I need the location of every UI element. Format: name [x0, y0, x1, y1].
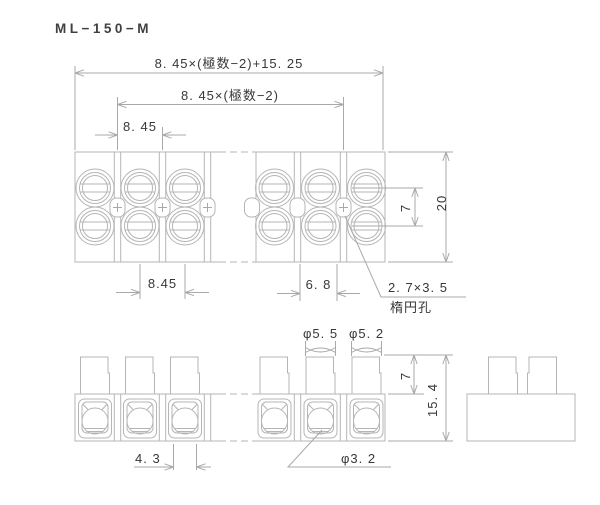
dim-pitch-formula: 8. 45×(極数−2)	[181, 88, 279, 103]
terminal-screw	[120, 206, 160, 246]
front-view-right-body	[256, 393, 386, 442]
wire-entry-pole	[168, 398, 202, 439]
front-view-dimension-lines	[134, 341, 453, 471]
dim-post-diameter-1: φ5. 5	[303, 326, 338, 341]
label-oval-hole: 楕円孔	[390, 300, 432, 315]
pole-divider	[293, 393, 302, 442]
dim-slot-width: 4. 3	[135, 451, 161, 466]
wire-hole-leader	[286, 429, 391, 468]
top-view-left-body	[74, 151, 219, 263]
center-mark-icon	[202, 202, 213, 213]
top-view	[74, 151, 386, 263]
dim-pitch-top: 8. 45	[123, 119, 157, 134]
wire-entry-pole	[78, 398, 112, 439]
terminal-screw	[301, 206, 340, 246]
screw-post	[259, 356, 290, 395]
terminal-screw	[120, 168, 160, 208]
drawing-title: ML−150−M	[55, 21, 152, 36]
top-view-dimension-texts: 8. 45×(極数−2)+15. 25 8. 45×(極数−2) 8. 45 8…	[123, 56, 449, 315]
top-view-dimension-lines	[74, 66, 466, 301]
partition-slot	[293, 151, 302, 263]
screw-post	[351, 356, 382, 395]
top-view-right-body	[255, 151, 386, 263]
pole-divider	[158, 393, 167, 442]
center-mark-icon	[338, 202, 349, 213]
terminal-screw	[165, 168, 205, 208]
dim-post-height: 7	[398, 372, 413, 380]
terminal-screw	[75, 206, 115, 246]
dim-pitch-bottom: 8.45	[148, 276, 177, 291]
top-view-hole-crosses	[112, 202, 349, 213]
front-view	[74, 356, 386, 442]
terminal-screw	[75, 168, 115, 208]
side-view-base	[466, 393, 576, 442]
front-view-left-body	[74, 393, 219, 442]
top-view-break-lines	[219, 151, 256, 263]
oval-hole	[289, 197, 306, 218]
oval-hole	[244, 197, 260, 218]
side-view	[466, 356, 576, 442]
pole-divider	[203, 393, 212, 442]
pole-divider	[113, 393, 122, 442]
screw-post	[125, 356, 155, 395]
dim-hole-offset: 6. 8	[306, 277, 332, 292]
dim-total-height: 15. 4	[425, 383, 440, 417]
front-view-dimension-texts: φ5. 5 φ5. 2 7 15. 4 4. 3 φ3. 2	[135, 326, 440, 466]
screw-post	[488, 356, 518, 395]
terminal-screw	[255, 206, 294, 246]
screw-post	[80, 356, 110, 395]
terminal-screw	[255, 168, 294, 208]
center-mark-icon	[157, 202, 168, 213]
screw-post	[170, 356, 200, 395]
dim-oval-hole-size: 2. 7×3. 5	[388, 280, 448, 295]
front-view-break-lines	[219, 393, 256, 442]
dim-row-spacing: 7	[398, 204, 413, 212]
pole-divider	[339, 393, 348, 442]
center-mark-icon	[112, 202, 123, 213]
wire-entry-pole	[123, 398, 157, 439]
dim-post-diameter-2: φ5. 2	[349, 326, 384, 341]
screw-post	[305, 356, 336, 395]
oval-hole-leader	[344, 215, 466, 298]
wire-entry-pole	[349, 398, 384, 439]
screw-post	[527, 356, 557, 395]
dim-wire-hole-diameter: φ3. 2	[341, 451, 376, 466]
dim-body-width: 20	[434, 195, 449, 211]
wire-entry-pole	[257, 398, 292, 439]
dim-overall-width: 8. 45×(極数−2)+15. 25	[155, 56, 304, 71]
terminal-screw	[165, 206, 205, 246]
terminal-screw	[301, 168, 340, 208]
